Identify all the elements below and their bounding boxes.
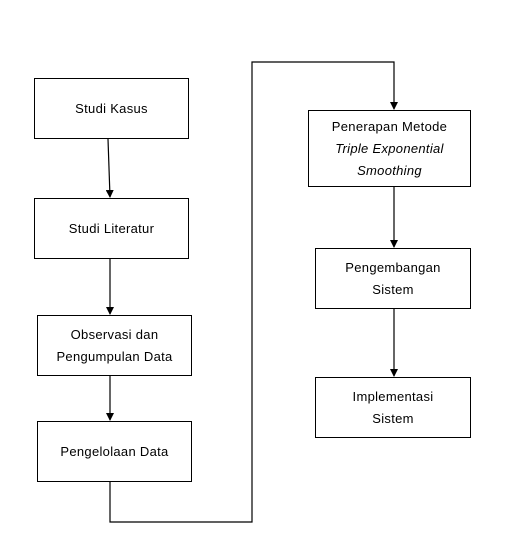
step-studi-kasus-label: Studi Kasus — [75, 100, 148, 116]
step-penerapan: Penerapan Metode Triple Exponential Smoo… — [308, 110, 471, 187]
step-studi-literatur: Studi Literatur — [34, 198, 189, 259]
step-implementasi-label-line1: Implementasi — [352, 388, 434, 404]
step-penerapan-label-line3: Smoothing — [357, 162, 422, 178]
step-implementasi: Implementasi Sistem — [315, 377, 471, 438]
step-pengembangan-label-line2: Sistem — [372, 281, 414, 297]
step-penerapan-label-line1: Penerapan Metode — [331, 118, 448, 134]
step-observasi-label-line1: Observasi dan — [70, 326, 159, 342]
step-implementasi-label-line2: Sistem — [372, 410, 414, 426]
step-studi-literatur-label: Studi Literatur — [68, 220, 155, 236]
step-pengelolaan-label: Pengelolaan Data — [60, 443, 169, 459]
step-pengelolaan: Pengelolaan Data — [37, 421, 192, 482]
step-observasi: Observasi dan Pengumpulan Data — [37, 315, 192, 376]
arrow-studi-kasus-to-studi-literatur — [105, 138, 114, 198]
step-observasi-label-line2: Pengumpulan Data — [56, 348, 173, 364]
step-penerapan-label-line2: Triple Exponential — [335, 140, 444, 156]
connector-pengelolaan-to-penerapan — [109, 61, 398, 523]
step-pengembangan-label-line1: Pengembangan — [345, 259, 441, 275]
step-pengembangan: Pengembangan Sistem — [315, 248, 471, 309]
step-studi-kasus: Studi Kasus — [34, 78, 189, 139]
